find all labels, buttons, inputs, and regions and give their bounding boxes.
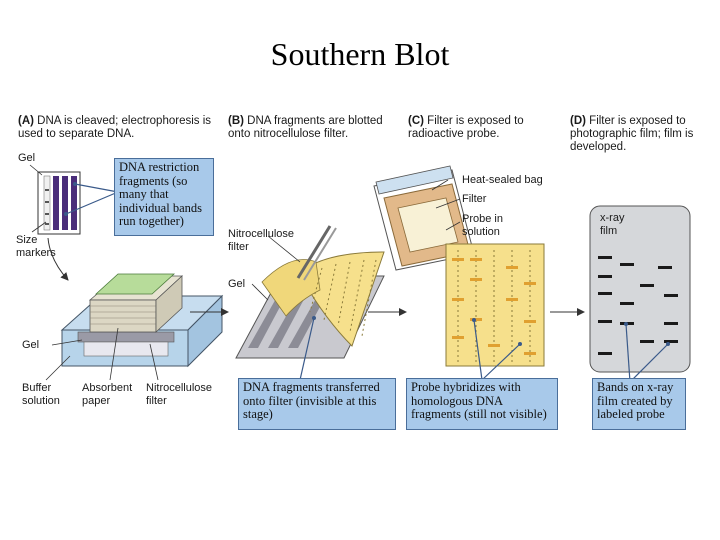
restriction-fragments-note: DNA restriction fragments (so many that … [114,158,214,236]
step-c-caption: (C) Filter is exposed to radioactive pro… [408,115,558,141]
step-d-letter: (D) [570,115,586,127]
hybridized-filter [445,243,545,367]
blotting-tray [60,273,224,368]
nitrocellulose-label: Nitrocellulose filter [228,228,295,253]
step-c-letter: (C) [408,115,424,127]
probe-hybridizes-note: Probe hybridizes with homologous DNA fra… [406,378,558,430]
absorbent-label: Absorbent paper [82,382,133,407]
step-a-letter: (A) [18,115,34,127]
buffer-label: Buffer solution [22,382,60,407]
filter-label: Filter [462,193,487,205]
probe-label: Probe in solution [462,213,503,238]
size-markers-label: Size markers [16,234,56,259]
xray-label: x-ray film [600,212,625,237]
page-title: Southern Blot [270,36,450,72]
gel-tray-label: Gel [22,339,40,351]
step-a-caption: (A) DNA is cleaved; electrophoresis is u… [18,115,218,141]
step-b-letter: (B) [228,115,244,127]
xray-bands-note: Bands on x-ray film created by labeled p… [592,378,686,430]
transferred-fragments-note: DNA fragments transferred onto filter (i… [238,378,396,430]
step-b-text: DNA fragments are blotted onto nitrocell… [228,115,383,140]
step-d-text: Filter is exposed to photographic film; … [570,115,694,153]
step-c-text: Filter is exposed to radioactive probe. [408,115,524,140]
gel-label-top: Gel [18,152,36,164]
step-a-text: DNA is cleaved; electrophoresis is used … [18,115,212,140]
gel-label-b: Gel [228,278,246,290]
gel-with-lanes [37,171,81,235]
step-d-caption: (D) Filter is exposed to photographic fi… [570,115,695,154]
gel-and-filter [235,225,385,359]
heat-sealed-bag-label: Heat-sealed bag [462,174,543,186]
nitrocellulose-bottom-label: Nitrocellulose filter [146,382,213,407]
step-b-caption: (B) DNA fragments are blotted onto nitro… [228,115,390,141]
